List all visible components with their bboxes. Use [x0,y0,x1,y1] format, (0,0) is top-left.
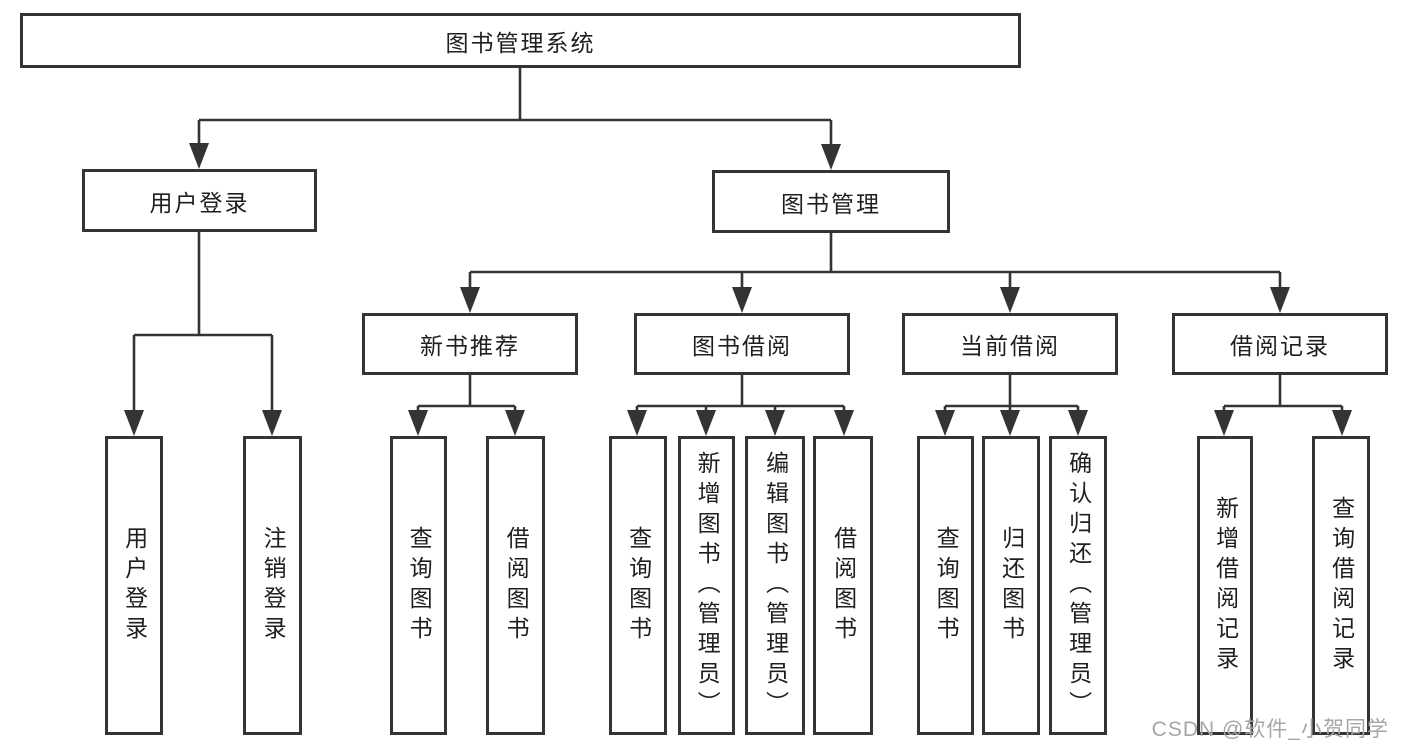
node-query-books-3: 查询图书 [917,436,974,735]
node-edit-books-admin: 编辑图书（管理员） [745,436,805,735]
watermark: CSDN @软件_小贺同学 [1151,718,1389,741]
node-user-login: 用户登录 [82,169,317,232]
node-book-borrowing: 图书借阅 [634,313,850,375]
node-borrow-books-1: 借阅图书 [486,436,545,735]
arrowhead-icon [1332,410,1352,436]
node-confirm-return-admin: 确认归还（管理员） [1049,436,1107,735]
arrowhead-icon [1270,287,1290,313]
arrowhead-icon [505,410,525,436]
arrowhead-icon [460,287,480,313]
arrowhead-icon [189,143,209,169]
node-book-management: 图书管理 [712,170,950,233]
node-query-borrow-record: 查询借阅记录 [1312,436,1370,735]
arrowhead-icon [1000,287,1020,313]
node-query-books-1: 查询图书 [390,436,447,735]
arrowhead-icon [732,287,752,313]
node-add-borrow-record: 新增借阅记录 [1197,436,1253,735]
arrowhead-icon [935,410,955,436]
node-borrowing-records: 借阅记录 [1172,313,1388,375]
arrowhead-icon [627,410,647,436]
node-return-books: 归还图书 [982,436,1040,735]
node-user-login-action: 用户登录 [105,436,163,735]
arrowhead-icon [834,410,854,436]
node-add-books-admin: 新增图书（管理员） [678,436,735,735]
arrowhead-icon [765,410,785,436]
node-new-book-recommend: 新书推荐 [362,313,578,375]
arrowhead-icon [1068,410,1088,436]
arrowhead-icon [262,410,282,436]
arrowhead-icon [1000,410,1020,436]
arrowhead-icon [821,144,841,170]
node-current-borrowing: 当前借阅 [902,313,1118,375]
node-query-books-2: 查询图书 [609,436,667,735]
node-root: 图书管理系统 [20,13,1021,68]
node-borrow-books-2: 借阅图书 [813,436,873,735]
node-logout-action: 注销登录 [243,436,302,735]
arrowhead-icon [408,410,428,436]
arrowhead-icon [124,410,144,436]
arrowhead-icon [696,410,716,436]
arrowhead-icon [1214,410,1234,436]
